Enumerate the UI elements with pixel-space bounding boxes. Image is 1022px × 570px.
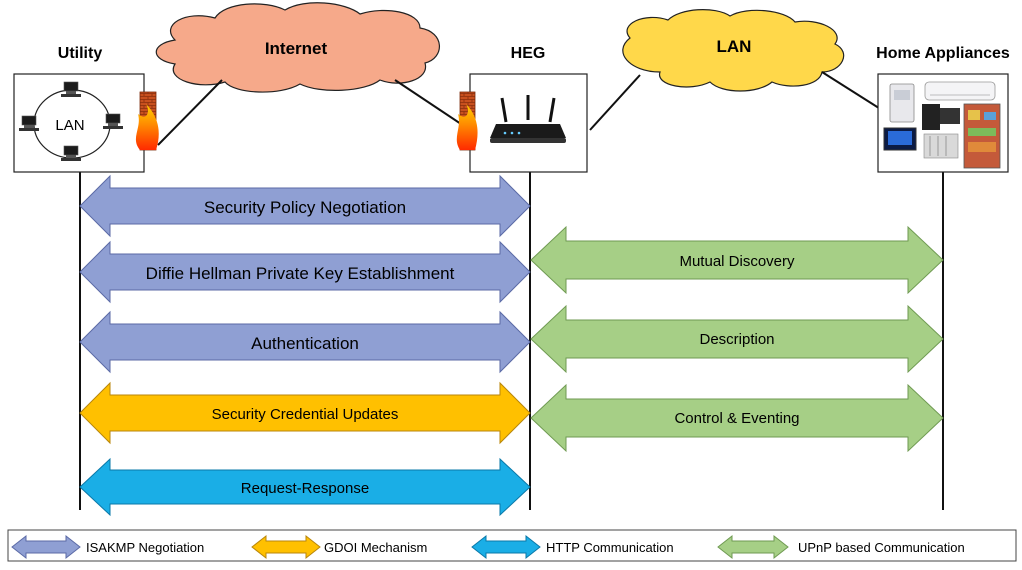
- arrow-description: Description: [530, 304, 944, 374]
- home-appliances-title: Home Appliances: [876, 45, 1010, 62]
- network-links: [157, 71, 883, 146]
- appliances-node: [877, 73, 1009, 173]
- router-icon: [490, 95, 566, 143]
- lan-cloud-label: LAN: [717, 37, 752, 56]
- boiler-icon: [889, 83, 915, 123]
- desktop-icon: [922, 104, 940, 130]
- internet-heg-link: [394, 79, 468, 129]
- arrow-authentication: Authentication: [79, 310, 531, 374]
- arrow-control-eventing: Control & Eventing: [530, 383, 944, 453]
- legend-isakmp-label: ISAKMP Negotiation: [86, 540, 204, 555]
- description-label: Description: [699, 331, 774, 348]
- heg-box: [469, 73, 588, 173]
- arrow-diffie-hellman: Diffie Hellman Private Key Establishment: [79, 240, 531, 304]
- internet-label: Internet: [265, 39, 328, 58]
- heg-title: HEG: [511, 45, 546, 62]
- isakmp-swatch: [11, 534, 81, 560]
- arrow-security-policy: Security Policy Negotiation: [79, 174, 531, 238]
- computer-icon: [61, 81, 81, 97]
- utility-title: Utility: [58, 45, 103, 62]
- utility-node: LAN: [13, 73, 159, 173]
- request-response-label: Request-Response: [241, 480, 369, 497]
- computer-icon: [61, 145, 81, 161]
- air-conditioner-icon: [924, 81, 996, 101]
- lan-appliances-link: [821, 71, 883, 111]
- credential-updates-label: Security Credential Updates: [212, 406, 399, 423]
- legend-item-gdoi: GDOI Mechanism: [251, 534, 427, 560]
- cloud-shape: [622, 9, 845, 92]
- heater-icon: [923, 133, 959, 159]
- authentication-label: Authentication: [251, 334, 359, 353]
- lan-cloud: LAN: [622, 9, 845, 92]
- arrow-credential-updates: Security Credential Updates: [79, 381, 531, 445]
- internet-cloud: Internet: [155, 2, 440, 93]
- cloud-shape: [155, 2, 440, 93]
- arrow-mutual-discovery: Mutual Discovery: [530, 225, 944, 295]
- legend-upnp-label: UPnP based Communication: [798, 540, 965, 555]
- legend-item-http: HTTP Communication: [471, 534, 674, 560]
- firewall-icon: [135, 91, 159, 151]
- firewall-icon: [456, 91, 478, 151]
- legend: ISAKMP Negotiation GDOI Mechanism HTTP C…: [7, 529, 1017, 562]
- upnp-swatch: [717, 534, 789, 560]
- timelines: [79, 172, 944, 510]
- mutual-discovery-label: Mutual Discovery: [679, 253, 795, 270]
- utility-internet-link: [157, 79, 223, 146]
- gdoi-swatch: [251, 534, 321, 560]
- security-policy-label: Security Policy Negotiation: [204, 198, 406, 217]
- legend-gdoi-label: GDOI Mechanism: [324, 540, 427, 555]
- control-eventing-label: Control & Eventing: [674, 410, 799, 427]
- computer-icon: [103, 113, 123, 129]
- legend-item-isakmp: ISAKMP Negotiation: [11, 534, 204, 560]
- utility-lan-label: LAN: [55, 117, 84, 134]
- diffie-hellman-label: Diffie Hellman Private Key Establishment: [146, 264, 455, 283]
- appliances-image: [883, 81, 1001, 169]
- legend-http-label: HTTP Communication: [546, 540, 674, 555]
- legend-item-upnp: UPnP based Communication: [717, 534, 965, 560]
- heg-lan-link: [589, 74, 641, 131]
- arrow-request-response: Request-Response: [79, 457, 531, 517]
- heg-node: [456, 73, 588, 173]
- computer-icon: [19, 115, 39, 131]
- http-swatch: [471, 534, 541, 560]
